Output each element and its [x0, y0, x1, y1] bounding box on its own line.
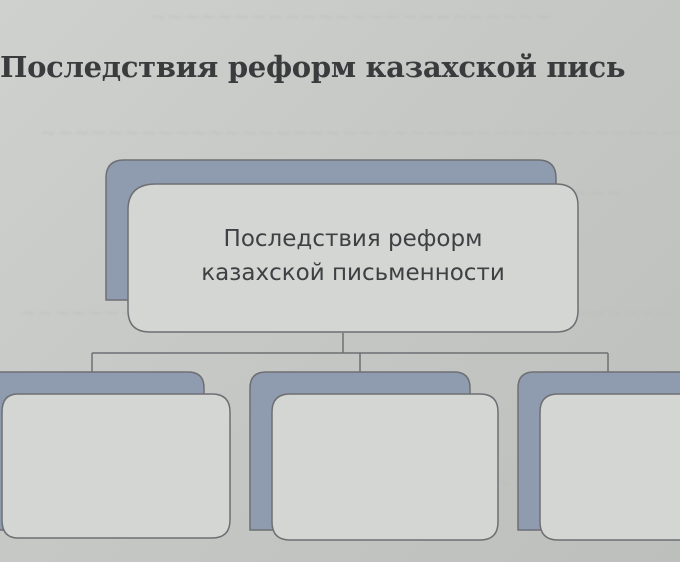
main-box	[127, 183, 579, 333]
child-box-middle	[271, 393, 499, 541]
main-box-label: Последствия реформ казахской письменност…	[130, 222, 576, 290]
main-box-line-1: Последствия реформ	[223, 226, 483, 252]
connector-lines	[91, 333, 609, 372]
bleed-through-text: ~~~~~~~~~~~~~~~~~~~~~~~~	[150, 4, 553, 28]
main-box-line-2: казахской письменности	[201, 260, 505, 286]
bleed-through-text: ~~~~~~~~~~~~~~~~~~~~~~~~~~~~~~~~~~~~~~~~…	[40, 120, 680, 144]
child-box-left	[1, 393, 231, 539]
section-heading: Последствия реформ казахской пись	[0, 50, 626, 84]
child-box-right	[539, 393, 680, 541]
